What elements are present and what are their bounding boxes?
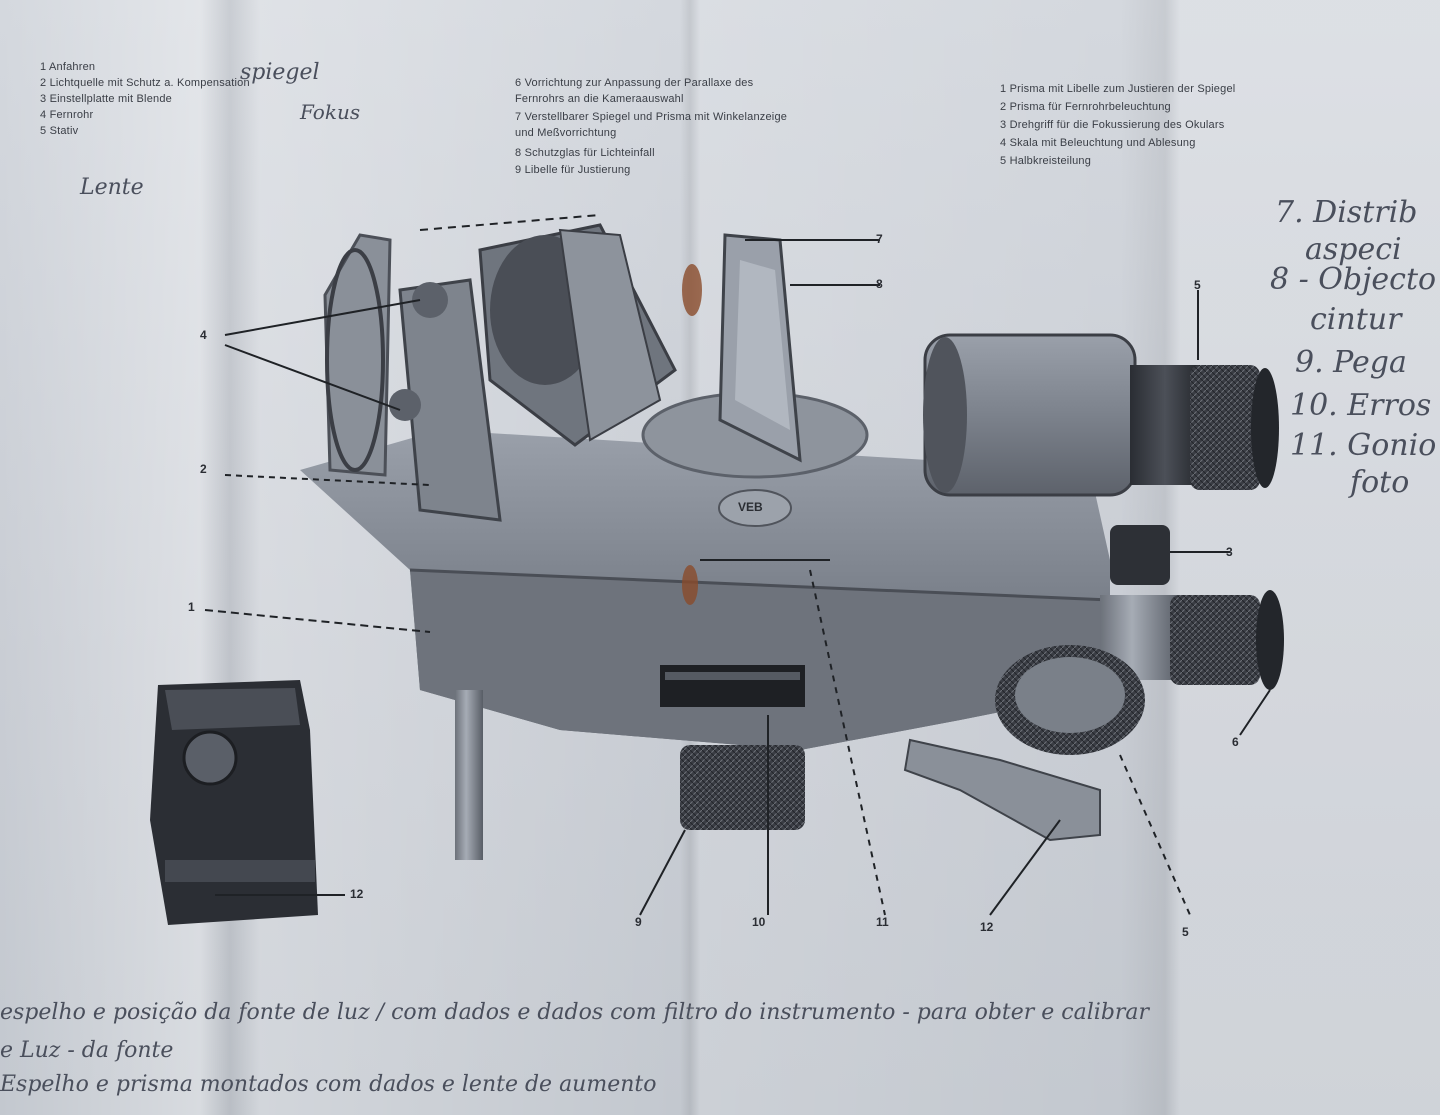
handwritten-note: e Luz - da fonte bbox=[0, 1038, 174, 1063]
handwritten-note: Espelho e prisma montados com dados e le… bbox=[0, 1072, 657, 1097]
right-mirror bbox=[718, 233, 802, 463]
handwritten-note: foto bbox=[1350, 465, 1410, 500]
legend-item: 2 Lichtquelle mit Schutz a. Kompensation bbox=[40, 77, 250, 89]
emblem-label: VEB bbox=[738, 500, 763, 514]
handwritten-note: aspeci bbox=[1305, 232, 1402, 267]
callout-number: 12 bbox=[350, 887, 364, 901]
callout-number: 10 bbox=[752, 915, 766, 929]
legend-item: 3 Drehgriff für die Fokussierung des Oku… bbox=[1000, 119, 1225, 131]
handwritten-note: 7. Distrib bbox=[1275, 195, 1418, 230]
emblem-icon bbox=[718, 489, 792, 527]
handwritten-note: Lente bbox=[80, 175, 144, 200]
callout-number: 1 bbox=[188, 600, 195, 614]
legend-item: 5 Stativ bbox=[40, 125, 79, 137]
handwritten-note: 10. Erros bbox=[1290, 388, 1432, 423]
callout-number: 12 bbox=[980, 920, 994, 934]
callout-number: 5 bbox=[1194, 278, 1201, 292]
instrument-body bbox=[300, 391, 1111, 860]
handwritten-note: cintur bbox=[1310, 302, 1402, 337]
handwritten-note: spiegel bbox=[240, 60, 320, 85]
handwritten-note: 8 - Objecto bbox=[1270, 262, 1437, 297]
handwritten-note: 11. Gonio bbox=[1290, 428, 1437, 463]
handwritten-note: 9. Pega bbox=[1295, 345, 1407, 380]
callout-number: 11 bbox=[876, 915, 889, 929]
attachment-block-icon bbox=[150, 680, 318, 925]
legend-item: 4 Skala mit Beleuchtung und Ablesung bbox=[1000, 137, 1196, 149]
callout-number: 6 bbox=[1232, 735, 1239, 749]
callout-number: 3 bbox=[1226, 545, 1233, 559]
focus-knob-icon bbox=[680, 745, 805, 830]
callout-number: 5 bbox=[1182, 925, 1189, 939]
legend-item: 1 Anfahren bbox=[40, 61, 96, 73]
legend-item: 3 Einstellplatte mit Blende bbox=[40, 93, 172, 105]
leader-lines bbox=[204, 214, 1271, 916]
legend-item: 6 Vorrichtung zur Anpassung der Parallax… bbox=[515, 77, 754, 89]
callout-number: 7 bbox=[876, 232, 883, 246]
legend-item: 7 Verstellbarer Spiegel und Prisma mit W… bbox=[515, 111, 788, 123]
legend-item: und Meßvorrichtung bbox=[515, 127, 617, 139]
handwritten-note: Fokus bbox=[300, 100, 361, 124]
callout-number: 4 bbox=[200, 328, 207, 342]
legend-item: 8 Schutzglas für Lichteinfall bbox=[515, 147, 655, 159]
legend-item: 1 Prisma mit Libelle zum Justieren der S… bbox=[1000, 83, 1236, 95]
legend-item: 9 Libelle für Justierung bbox=[515, 164, 631, 176]
mirror-assembly bbox=[323, 233, 502, 522]
handwritten-note: espelho e posição da fonte de luz / com … bbox=[0, 1000, 1150, 1025]
legend-item: 2 Prisma für Fernrohrbeleuchtung bbox=[1000, 101, 1171, 113]
legend-item: Fernrohrs an die Kameraauswahl bbox=[515, 93, 684, 105]
callout-number: 9 bbox=[635, 915, 642, 929]
lower-eyepiece-icon bbox=[1100, 525, 1284, 690]
callout-number: 2 bbox=[200, 462, 207, 476]
prism-block bbox=[478, 223, 677, 447]
legend-item: 5 Halbkreisteilung bbox=[1000, 155, 1092, 167]
legend-item: 4 Fernrohr bbox=[40, 109, 94, 121]
callout-number: 8 bbox=[876, 277, 883, 291]
support-leg-icon bbox=[455, 690, 483, 860]
telescope-icon bbox=[923, 333, 1279, 497]
round-dial-icon bbox=[903, 645, 1145, 842]
